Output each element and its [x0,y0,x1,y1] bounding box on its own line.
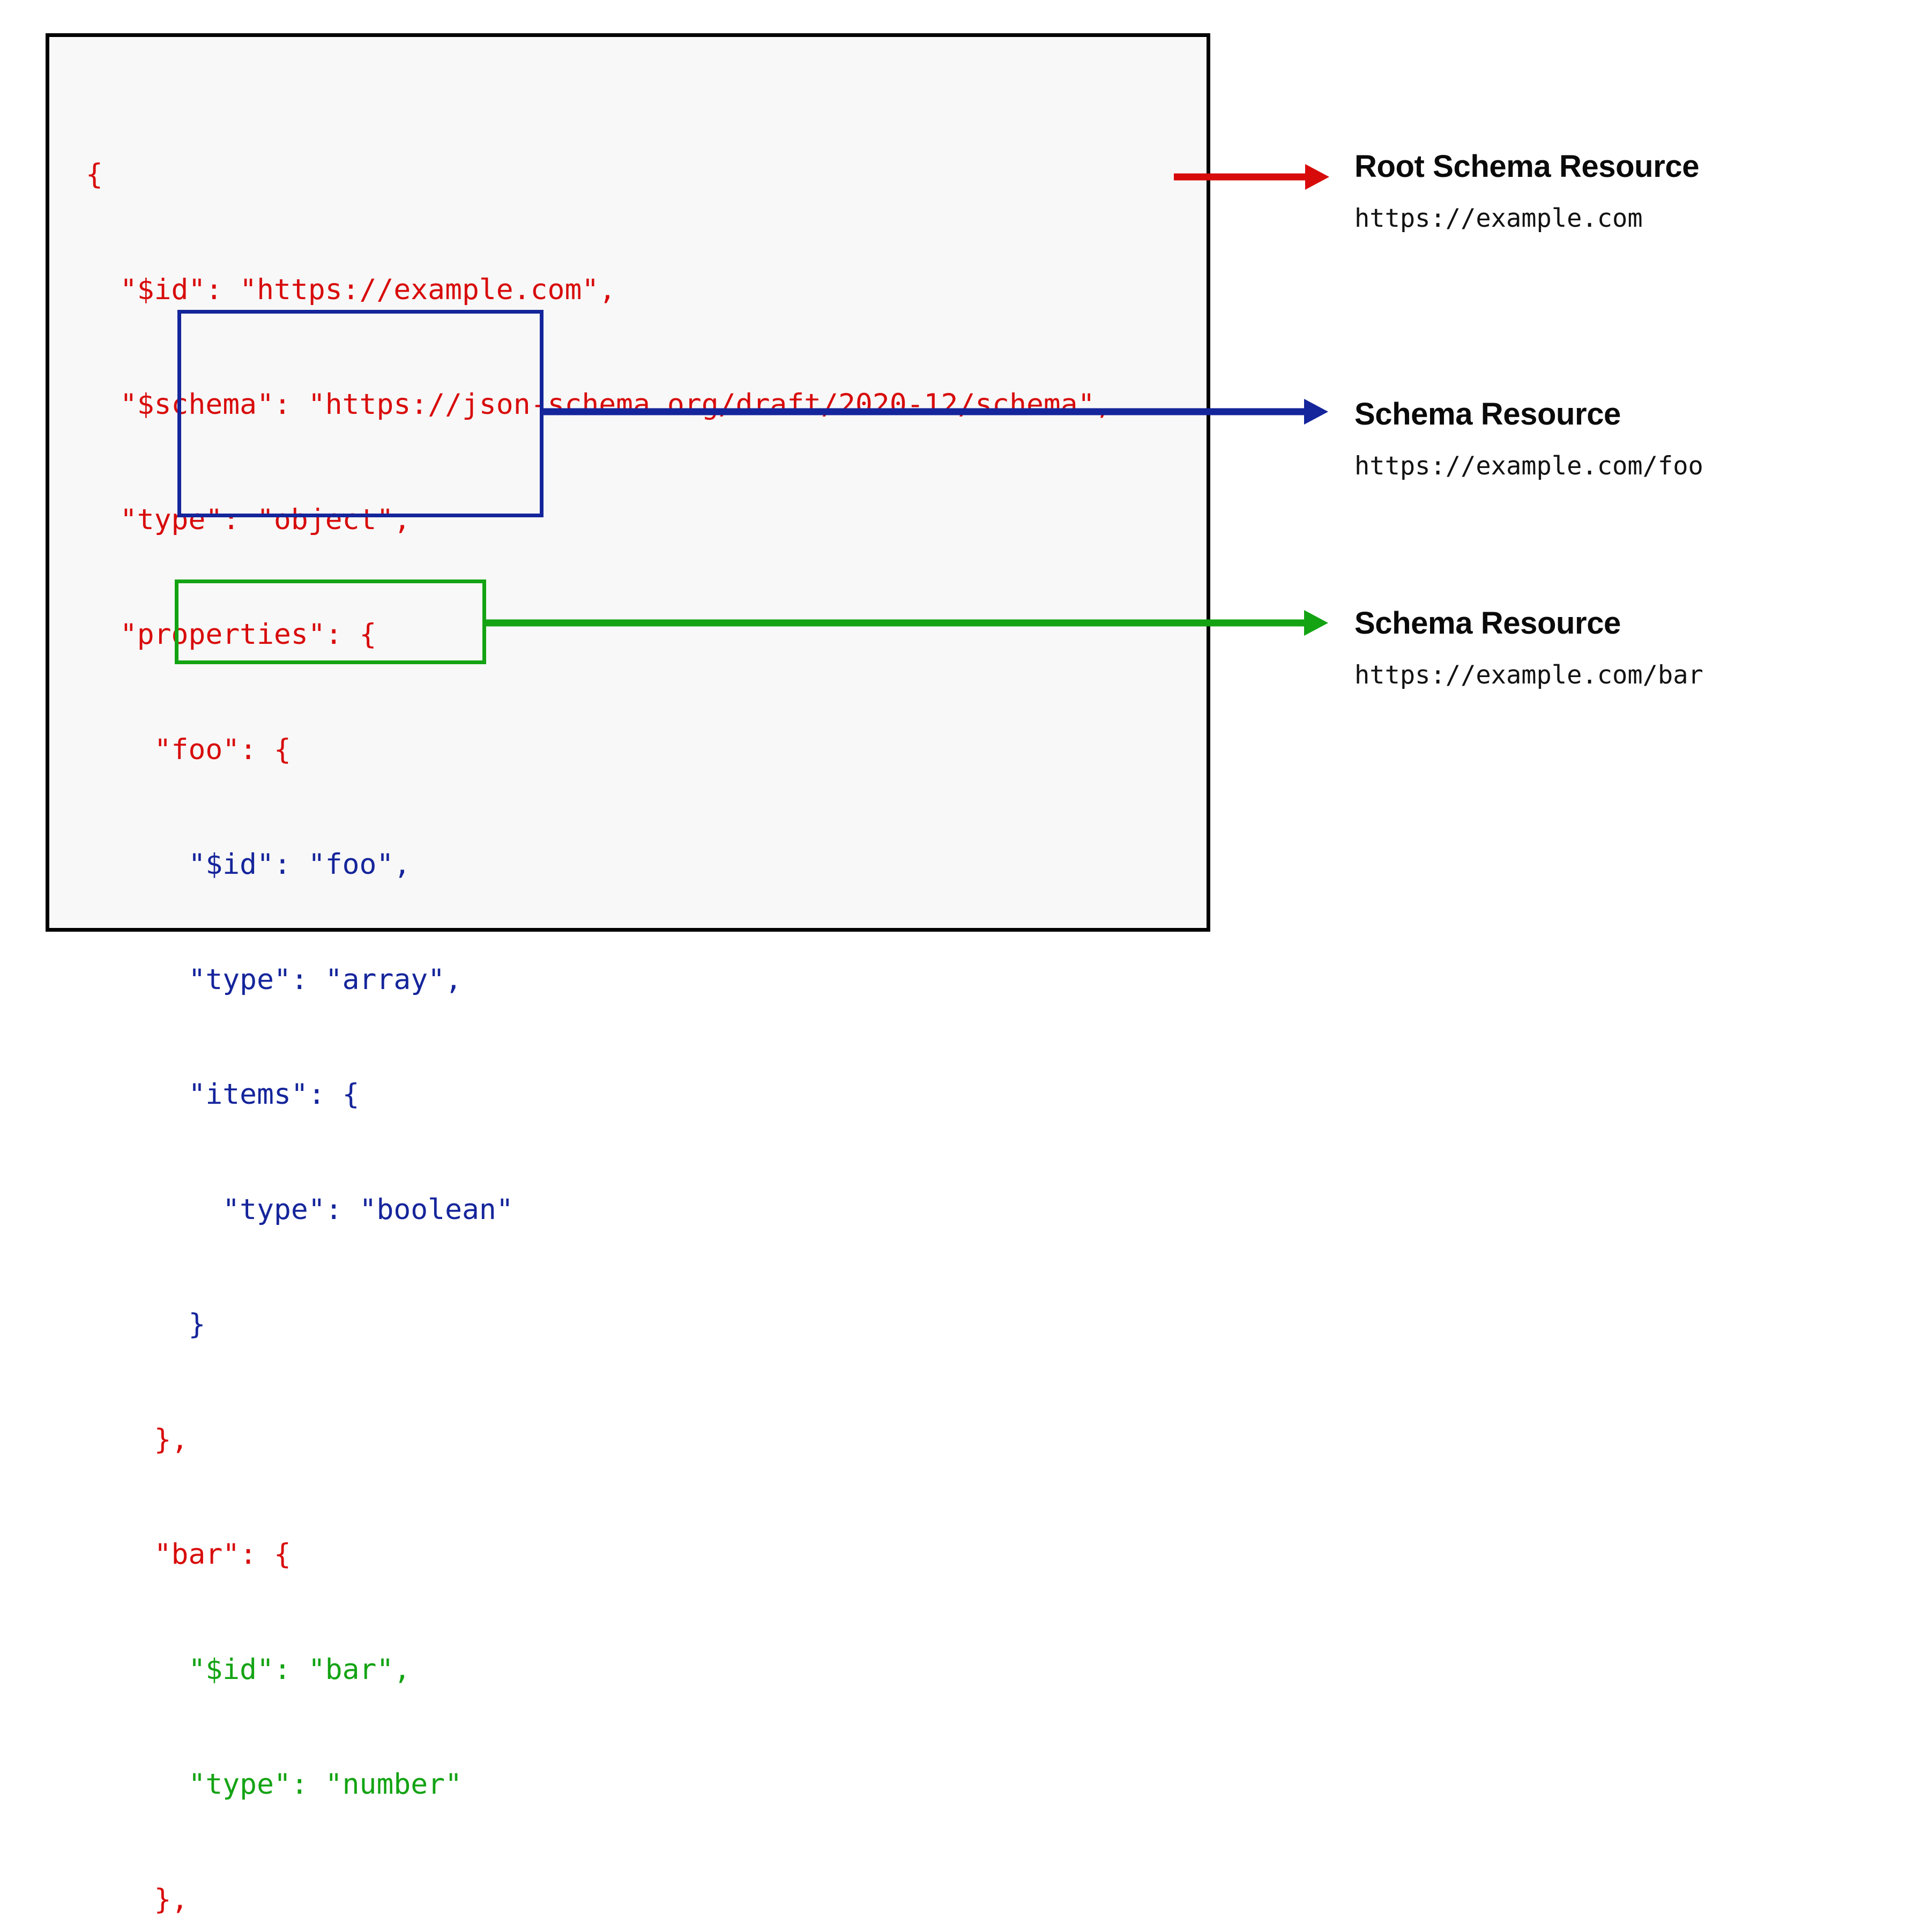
json-code-panel: { "$id": "https://example.com", "$schema… [46,33,1210,1916]
callout-title: Schema Resource [1354,397,1621,432]
code-line: "$id": "bar", [86,1653,411,1686]
root-schema-arrow [1174,164,1329,190]
code-line: "$id": "https://example.com", [86,273,616,306]
code-line: { [86,158,103,191]
code-line: "type": "object", [86,503,411,536]
foo-schema-resource-highlight-box [177,310,543,517]
code-line: "$id": "foo", [86,848,411,881]
code-line: "type": "array", [86,963,462,996]
callout-bar-schema-resource: Schema Resource https://example.com/bar [1354,608,1703,688]
code-line: "bar": { [86,1538,291,1571]
callout-url: https://example.com [1354,204,1643,233]
code-line: }, [86,1883,189,1916]
code-line: "type": "boolean" [86,1193,513,1226]
code-line: "type": "number" [86,1768,462,1801]
callout-title: Schema Resource [1354,606,1621,641]
callout-root-schema-resource: Root Schema Resource https://example.com [1354,149,1700,233]
code-line: }, [86,1423,189,1456]
callout-foo-schema-resource: Schema Resource https://example.com/foo [1354,399,1703,479]
code-line: "$schema": "https://json-schema.org/draf… [86,388,1112,421]
callout-url: https://example.com/bar [1354,660,1703,690]
code-line: "foo": { [86,733,291,766]
bar-schema-resource-highlight-box [175,579,486,664]
foo-schema-arrow [540,399,1328,425]
callout-url: https://example.com/foo [1354,451,1703,481]
code-line: "properties": { [86,618,377,651]
bar-schema-arrow [483,610,1328,636]
code-line: } [86,1308,206,1341]
code-line: "items": { [86,1078,360,1111]
callout-title: Root Schema Resource [1354,149,1700,184]
